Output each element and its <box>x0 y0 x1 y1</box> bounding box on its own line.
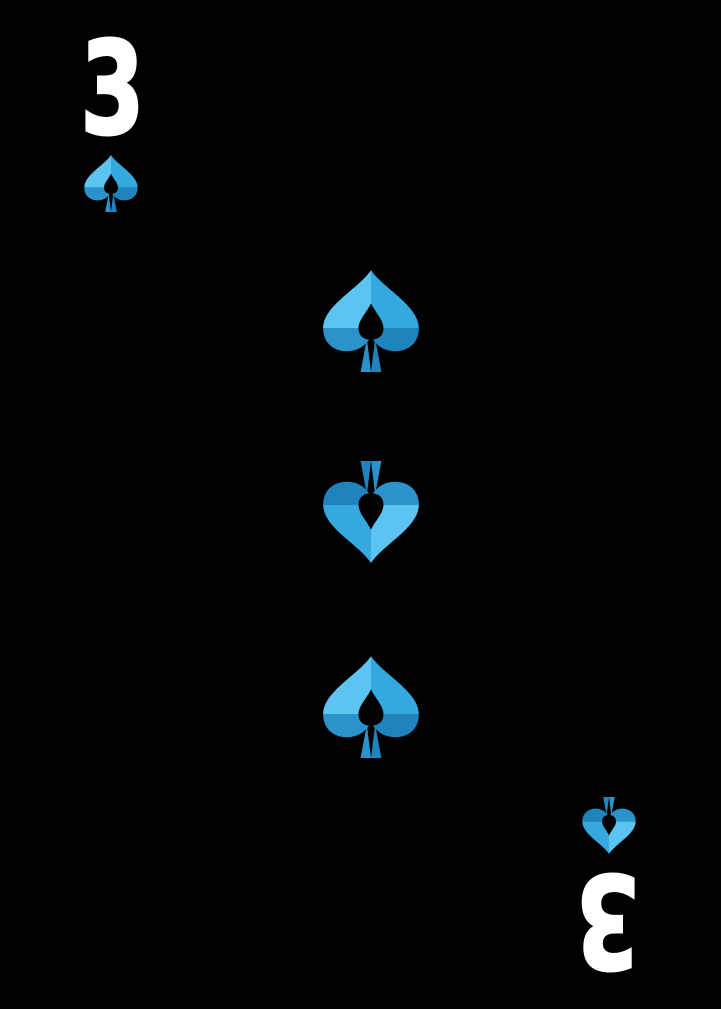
spade-icon <box>319 461 423 565</box>
spade-icon <box>319 654 423 758</box>
rank-label-top: 3 <box>79 15 145 164</box>
top-left-corner-index: 3 <box>66 15 156 212</box>
spade-icon <box>319 268 423 372</box>
rank-label-bottom: 3 <box>577 844 641 996</box>
bottom-right-corner-index: 3 <box>564 797 654 996</box>
